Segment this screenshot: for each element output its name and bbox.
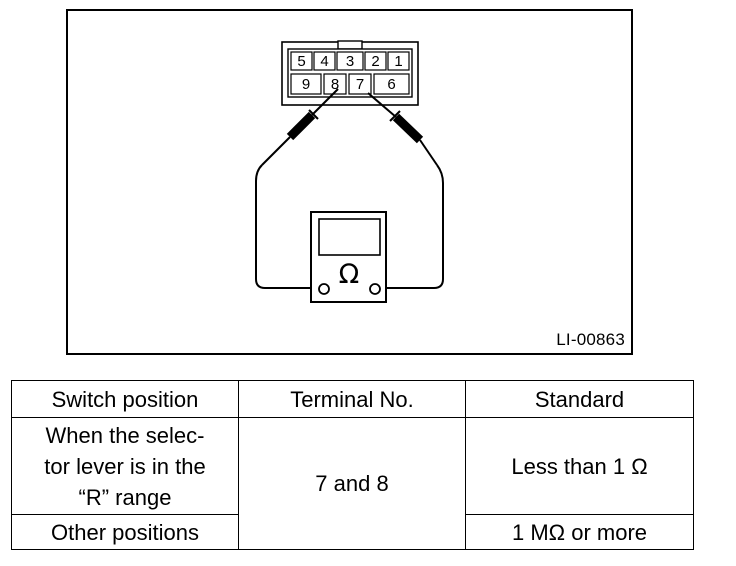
table-header-row: Switch position Terminal No. Standard	[11, 380, 694, 418]
figure-code: LI-00863	[556, 330, 625, 349]
pin-label: 3	[346, 53, 354, 70]
column-header: Standard	[465, 380, 694, 418]
pin-label: 8	[331, 76, 339, 93]
pin-cell	[387, 51, 410, 71]
cell-text-line: tor lever is in the	[44, 453, 206, 479]
pin-label: 4	[320, 53, 328, 70]
pin-cell	[348, 73, 372, 95]
pin-cell	[364, 51, 387, 71]
cell-text-line: “R” range	[78, 484, 172, 510]
switch-position-cell: When the selec- tor lever is in the “R” …	[11, 417, 239, 515]
inspection-table: Switch position Terminal No. Standard Wh…	[11, 380, 694, 550]
ohmmeter: Ω	[310, 211, 387, 303]
meter-display	[318, 218, 381, 256]
left-test-lead	[255, 164, 316, 289]
table-row: Other positions 1 MΩ or more	[11, 514, 694, 550]
pin-cell	[336, 51, 364, 71]
ohm-symbol: Ω	[339, 259, 360, 290]
pin-label: 7	[356, 76, 364, 93]
column-header: Switch position	[11, 380, 239, 418]
cell-text-line: When the selec-	[45, 422, 205, 448]
connector-latch	[337, 40, 363, 50]
diagram-canvas: 5 4 3 2 1 9 8 7 6	[255, 40, 444, 303]
right-test-lead	[381, 164, 444, 289]
pin-label: 1	[394, 53, 402, 70]
meter-terminal-right	[369, 283, 381, 295]
table-row: When the selec- tor lever is in the “R” …	[11, 417, 694, 550]
connector-bottom-row: 9 8 7 6	[290, 73, 410, 95]
connector-pin-frame	[287, 48, 413, 98]
column-header: Terminal No.	[238, 380, 466, 418]
connector-top-row: 5 4 3 2 1	[290, 51, 410, 71]
terminal-cell: 7 and 8	[238, 417, 466, 550]
pin-label: 6	[387, 76, 395, 93]
pin-cell	[313, 51, 336, 71]
right-test-probe	[367, 92, 444, 289]
pin-cell	[373, 73, 410, 95]
pin-label: 5	[297, 53, 305, 70]
left-test-probe	[255, 88, 339, 289]
meter-terminal-left	[318, 283, 330, 295]
pin-cell	[290, 73, 322, 95]
standard-cell: 1 MΩ or more	[465, 514, 694, 550]
pin-cell	[290, 51, 313, 71]
switch-position-cell: Other positions	[11, 514, 239, 550]
standard-cell: Less than 1 Ω	[465, 417, 694, 515]
wiring-diagram: 5 4 3 2 1 9 8 7 6	[66, 9, 633, 355]
pin-label: 2	[371, 53, 379, 70]
pin-cell	[323, 73, 347, 95]
pin-label: 9	[302, 76, 310, 93]
